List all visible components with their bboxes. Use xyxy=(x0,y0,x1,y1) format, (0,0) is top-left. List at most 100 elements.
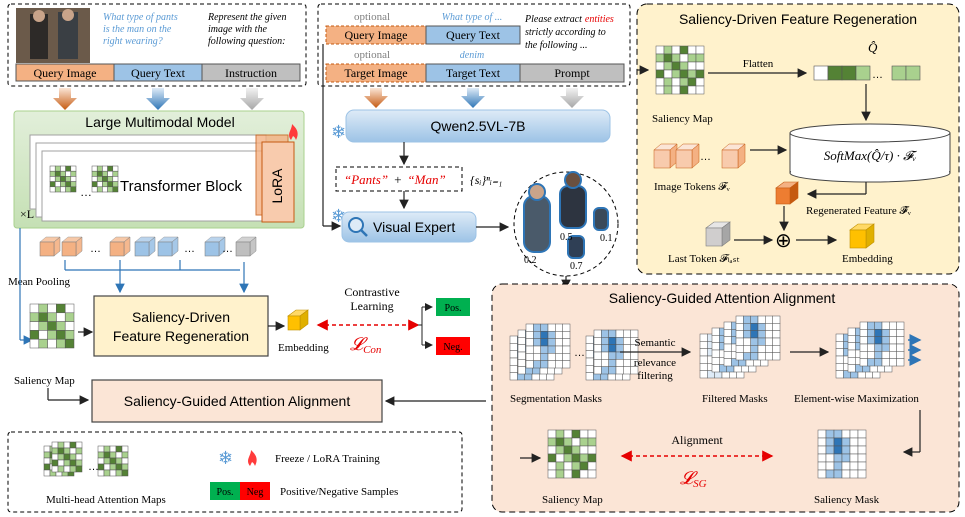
legend-map-3 xyxy=(97,445,129,477)
ellipsis: … xyxy=(222,243,233,255)
semantic-line3: filtering xyxy=(637,370,673,382)
fire-icon-legend xyxy=(248,450,257,466)
legend-attn-label: Multi-head Attention Maps xyxy=(46,494,166,506)
image-token-cube xyxy=(721,143,746,169)
neg-sample-chip xyxy=(436,337,470,355)
ellipsis: … xyxy=(872,69,883,81)
vector-cell xyxy=(813,65,829,81)
image-token-cube xyxy=(675,143,700,169)
seg-masks-label: Segmentation Masks xyxy=(510,393,602,405)
legend-pos-label: Pos. xyxy=(217,487,234,498)
pos-neg-bracket xyxy=(418,303,433,349)
score-1: 0.1 xyxy=(600,233,613,244)
softmax-cylinder: SoftMax(Q̂/τ) · 𝓕ᵥ xyxy=(789,123,951,183)
loss-con: 𝓛Con xyxy=(350,334,382,356)
sdfr-panel-title: Saliency-Driven Feature Regeneration xyxy=(679,11,917,27)
elementwise-max-masks xyxy=(835,321,922,379)
ellipsis: … xyxy=(184,243,195,255)
fire-icon xyxy=(289,124,298,140)
ellipsis: … xyxy=(88,461,99,473)
legend-neg-chip xyxy=(240,482,270,500)
vector-cell xyxy=(905,65,921,81)
neg-label: Neg. xyxy=(443,342,462,353)
semantic-line2: relevance xyxy=(634,357,676,369)
segmentation-masks: … xyxy=(509,323,639,381)
sgaa-label: Saliency-Guided Attention Alignment xyxy=(124,393,351,409)
extraction-input-box: optional What type of ... Query Image Qu… xyxy=(317,3,631,87)
visual-expert-label: Visual Expert xyxy=(373,219,455,235)
contrastive-line2: Learning xyxy=(350,299,393,313)
transformer-block xyxy=(41,150,273,222)
legend-neg-label: Neg xyxy=(247,487,264,498)
token-cube xyxy=(109,236,131,257)
filtered-label: Filtered Masks xyxy=(702,393,768,405)
max-mask-2 xyxy=(859,321,905,367)
layers-label: ×L xyxy=(20,207,34,221)
ellipsis: … xyxy=(574,347,585,359)
alignment-label: Alignment xyxy=(671,433,723,447)
q-hat-label: Q̂ xyxy=(868,40,878,55)
sdfr-line1: Saliency-Driven xyxy=(132,309,230,325)
filtered-masks xyxy=(699,315,781,379)
saliency-mask-grid xyxy=(817,429,867,479)
mid-query-text-chip xyxy=(425,25,521,45)
mid-prompt-label: Prompt xyxy=(554,66,590,80)
sdfr-saliency-label: Saliency Map xyxy=(652,113,713,125)
flattened-vector: … xyxy=(813,65,921,81)
elementwise-label: Element-wise Maximization xyxy=(794,393,919,405)
sdfr-saliency-map xyxy=(655,45,705,95)
mid-prompt-chip xyxy=(519,63,625,83)
token-cube xyxy=(134,236,156,257)
saliency-mask xyxy=(817,429,867,479)
mean-pooling-label: Mean Pooling xyxy=(8,276,71,288)
snowflake-icon-qwen: ❄ xyxy=(331,122,346,142)
query-image-label: Query Image xyxy=(34,66,97,80)
query-photo xyxy=(16,8,90,63)
attention-map-1 xyxy=(49,165,77,193)
segmentation-result: 0.5 0.1 0.2 0.7 xyxy=(513,171,619,277)
mid-target-text-label: Target Text xyxy=(446,66,501,80)
magnifier-icon xyxy=(348,217,368,237)
plus-symbol: ⊕ xyxy=(775,230,792,252)
entities-text: “Pants” + “Man” xyxy=(344,172,446,187)
token-cube xyxy=(235,236,257,257)
vector-cell xyxy=(841,65,857,81)
saliency-grid-left xyxy=(29,303,75,349)
snowflake-icon: ❄ xyxy=(218,448,233,468)
softmax-label: SoftMax(Q̂/τ) · 𝓕ᵥ xyxy=(824,148,917,163)
seg-mask-b1 xyxy=(593,329,639,375)
score-3: 0.7 xyxy=(570,261,583,272)
mid-target-image-chip xyxy=(325,63,427,83)
seg-mask-2 xyxy=(525,323,571,369)
pos-sample-chip xyxy=(436,298,470,316)
query-text-label: Query Text xyxy=(131,66,186,80)
qwen-block xyxy=(345,109,611,143)
token-cube xyxy=(61,236,83,257)
legend-map-2 xyxy=(51,441,83,473)
image-tokens-label: Image Tokens 𝓕ᵥ xyxy=(654,181,731,193)
score-0: 0.5 xyxy=(560,232,573,243)
vector-cell xyxy=(891,65,907,81)
embedding-left-label: Embedding xyxy=(278,342,329,354)
semantic-line1: Semantic xyxy=(635,337,676,349)
mid-query-image-chip xyxy=(325,25,427,45)
regenerated-label: Regenerated Feature 𝓕̂ᵥ xyxy=(806,205,912,217)
saliency-grid-panel xyxy=(655,45,705,95)
legend-freeze-label: Freeze / LoRA Training xyxy=(275,453,380,465)
embedding-cube-left xyxy=(287,309,309,331)
saliency-align-grid xyxy=(547,429,597,479)
instruction-chip xyxy=(201,63,301,82)
regenerated-cube xyxy=(775,181,799,205)
token-cube xyxy=(204,236,226,257)
mid-query-image-label: Query Image xyxy=(345,28,408,42)
vector-cell xyxy=(827,65,843,81)
attention-maps-in-lmm: … xyxy=(49,165,119,199)
instruction-label: Instruction xyxy=(225,66,277,80)
input-arrows-mid xyxy=(364,88,584,108)
sdfr-box: Saliency-Driven Feature Regeneration xyxy=(93,295,269,357)
last-token-label: Last Token 𝓕ₗₐₛₜ xyxy=(668,253,740,265)
